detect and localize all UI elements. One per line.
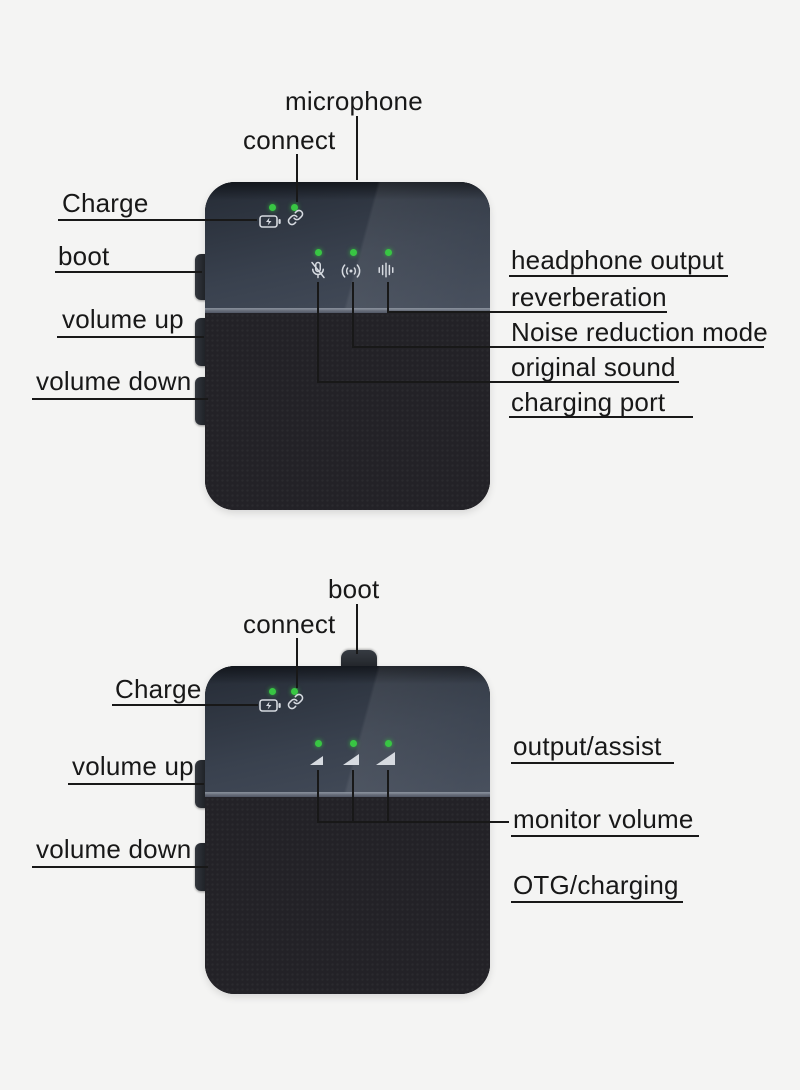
label-original-sound: original sound <box>511 352 676 382</box>
equalizer-led <box>385 249 392 256</box>
device1-volume-down-button <box>195 377 207 425</box>
reverb-icon <box>340 262 362 280</box>
label-boot-2: boot <box>328 574 380 604</box>
link-icon <box>287 693 304 710</box>
leader-charge-2 <box>112 704 258 706</box>
underline-output-assist <box>511 762 674 764</box>
leader-boot-2 <box>356 604 358 654</box>
volume-wedge-large-icon <box>376 752 395 765</box>
leader-volume-down-2 <box>32 866 208 868</box>
device1-volume-up-button <box>195 318 207 366</box>
device2-screen <box>205 666 490 794</box>
underline-monitor-volume <box>511 835 699 837</box>
device1-texture <box>205 313 490 510</box>
leader-boot-1 <box>55 271 202 273</box>
label-volume-up-1: volume up <box>62 304 184 334</box>
monitor-led-3 <box>385 740 392 747</box>
underline-headphone-output <box>509 275 728 277</box>
label-microphone: microphone <box>285 86 423 116</box>
reverb-led <box>350 249 357 256</box>
device1-screen <box>205 182 490 310</box>
mic-mute-icon <box>309 261 327 279</box>
underline-otg-charging <box>511 901 683 903</box>
monitor-led-1 <box>315 740 322 747</box>
connect-led <box>291 204 298 211</box>
leader-connect-1 <box>296 154 298 202</box>
device2-body <box>205 666 490 994</box>
mute-led <box>315 249 322 256</box>
leader-volume-up-2 <box>68 783 204 785</box>
leader-volume-up-1 <box>57 336 204 338</box>
underline-charging-port <box>509 416 693 418</box>
equalizer-icon <box>377 261 395 279</box>
leader-noise-reduction-v <box>352 282 354 346</box>
label-headphone-output: headphone output <box>511 245 724 275</box>
label-connect-1: connect <box>243 125 336 155</box>
leader-reverberation-h <box>387 311 511 313</box>
leader-charge-1 <box>58 219 257 221</box>
leader-volume-down-1 <box>32 398 208 400</box>
label-otg-charging: OTG/charging <box>513 870 679 900</box>
label-volume-down-1: volume down <box>36 366 192 396</box>
label-boot-1: boot <box>58 241 110 271</box>
underline-reverberation <box>509 311 667 313</box>
underline-noise-reduction <box>509 346 764 348</box>
device1-trim <box>205 308 490 313</box>
battery-icon <box>259 215 281 228</box>
link-icon <box>287 209 304 226</box>
battery-icon <box>259 699 281 712</box>
charge-led <box>269 204 276 211</box>
label-connect-2: connect <box>243 609 336 639</box>
volume-wedge-small-icon <box>310 756 323 765</box>
device2-texture <box>205 797 490 994</box>
label-volume-down-2: volume down <box>36 834 192 864</box>
leader-original-sound-v <box>317 282 319 381</box>
volume-wedge-medium-icon <box>343 754 359 765</box>
leader-monitor-volume-h <box>317 821 509 823</box>
device1-boot-button <box>195 254 207 300</box>
leader-monitor-volume-v2 <box>352 770 354 821</box>
leader-connect-2 <box>296 638 298 688</box>
leader-noise-reduction-h <box>352 346 511 348</box>
monitor-led-2 <box>350 740 357 747</box>
leader-monitor-volume-v3 <box>387 770 389 821</box>
label-reverberation: reverberation <box>511 282 667 312</box>
device2-boot-button <box>341 650 377 668</box>
underline-original-sound <box>509 381 679 383</box>
label-charge-2: Charge <box>115 674 202 704</box>
device1-body <box>205 182 490 510</box>
leader-original-sound-h <box>317 381 511 383</box>
leader-microphone <box>356 116 358 180</box>
label-volume-up-2: volume up <box>72 751 194 781</box>
device2-trim <box>205 792 490 797</box>
leader-monitor-volume-v1 <box>317 770 319 821</box>
label-charge-1: Charge <box>62 188 149 218</box>
charge-led <box>269 688 276 695</box>
label-monitor-volume: monitor volume <box>513 804 694 834</box>
label-charging-port: charging port <box>511 387 666 417</box>
label-output-assist: output/assist <box>513 731 662 761</box>
leader-reverberation-v <box>387 282 389 311</box>
label-noise-reduction-mode: Noise reduction mode <box>511 317 768 347</box>
connect-led <box>291 688 298 695</box>
